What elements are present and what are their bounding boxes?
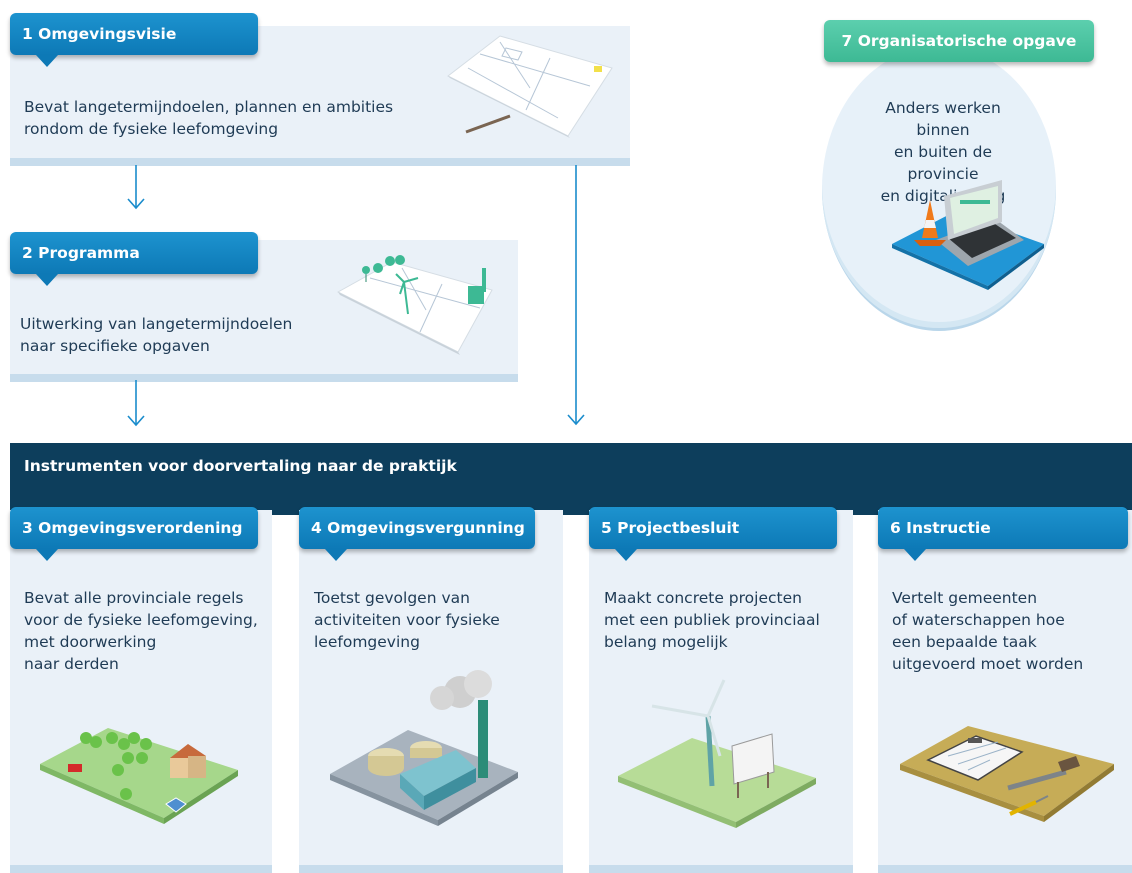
panel-rule xyxy=(10,374,518,382)
factory-icon xyxy=(330,670,518,826)
instrument-tab-5: 5 Projectbesluit xyxy=(589,507,837,561)
instrument-title-5: 5 Projectbesluit xyxy=(601,519,740,537)
tab-notch xyxy=(325,549,347,561)
tab-notch xyxy=(36,549,58,561)
programma-tab: 2 Programma xyxy=(10,232,258,286)
instrument-tab-6: 6 Instructie xyxy=(878,507,1128,561)
programma-description: Uitwerking van langetermijndoelen naar s… xyxy=(20,315,293,355)
arrow-down-icon xyxy=(127,165,145,210)
tab-notch xyxy=(615,549,637,561)
panel-rule xyxy=(299,865,563,873)
panel-rule xyxy=(10,158,630,166)
map-with-pencil-icon xyxy=(447,35,613,138)
laptop-with-traffic-cone-icon xyxy=(892,180,1044,290)
arrow-down-long-icon xyxy=(567,165,585,426)
instrument-title-3: 3 Omgevingsverordening xyxy=(22,519,243,537)
organisatorisch-circle xyxy=(822,46,1056,331)
panel-rule xyxy=(589,865,853,873)
instrument-title-6: 6 Instructie xyxy=(890,519,991,537)
instrument-description-6: Vertelt gemeenten of waterschappen hoe e… xyxy=(892,589,1084,673)
omgevingsvisie-tab: 1 Omgevingsvisie xyxy=(10,13,258,67)
instrumenten-banner: Instrumenten voor doorvertaling naar de … xyxy=(10,443,1132,515)
arrow-down-icon xyxy=(127,380,145,427)
tab-notch xyxy=(36,274,58,286)
instrument-tab-4: 4 Omgevingsvergunning xyxy=(299,507,535,561)
instrument-description-5: Maakt concrete projecten met een publiek… xyxy=(604,589,820,651)
instrument-card-6 xyxy=(878,510,1132,873)
instrument-tab-3: 3 Omgevingsverordening xyxy=(10,507,258,561)
tab-notch xyxy=(904,549,926,561)
organisatorisch-title: 7 Organisatorische opgave xyxy=(841,32,1077,50)
omgevingsvisie-description: Bevat langetermijndoelen, plannen en amb… xyxy=(24,98,394,138)
map-with-windturbine-icon xyxy=(336,255,493,355)
programma-title: 2 Programma xyxy=(22,244,140,262)
panel-rule xyxy=(10,865,272,873)
panel-rule xyxy=(878,865,1132,873)
landscape-with-house-icon xyxy=(40,728,238,824)
instrument-description-4: Toetst gevolgen van activiteiten voor fy… xyxy=(314,589,500,651)
instrumenten-title: Instrumenten voor doorvertaling naar de … xyxy=(24,457,457,475)
omgevingsvisie-title: 1 Omgevingsvisie xyxy=(22,25,177,43)
organisatorisch-tab: 7 Organisatorische opgave xyxy=(824,20,1094,62)
windturbine-with-sign-icon xyxy=(618,679,816,828)
clipboard-with-tools-icon xyxy=(900,726,1114,822)
tab-notch xyxy=(36,55,58,67)
instrument-title-4: 4 Omgevingsvergunning xyxy=(311,519,525,537)
instrument-description-3: Bevat alle provinciale regels voor de fy… xyxy=(24,589,258,673)
